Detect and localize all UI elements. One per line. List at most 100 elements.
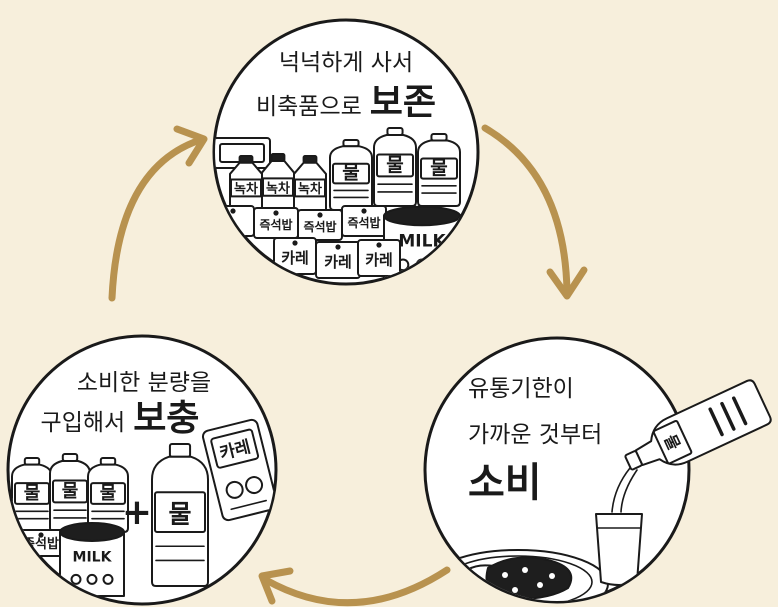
arrow-replenish-to-store-head <box>173 125 208 167</box>
water-bottle: 물 <box>49 453 91 533</box>
pack-hole <box>230 208 236 214</box>
curry-chunk <box>537 582 543 588</box>
bottle-label <box>90 482 126 505</box>
pack-window <box>210 428 260 469</box>
water-stream <box>611 467 638 513</box>
pack-hole <box>38 532 44 538</box>
consume-caption-line2: 가까운 것부터 <box>468 422 602 448</box>
curry-chunk <box>502 572 508 578</box>
rice-pack-text: 즉석밥 <box>303 219 336 234</box>
water-label-text: 물 <box>342 162 359 184</box>
can-dot <box>434 258 448 272</box>
water-label-text: 물 <box>168 499 191 528</box>
water-label-text: 물 <box>62 481 79 502</box>
bottle-cap <box>61 453 79 463</box>
cycle-arrows <box>108 124 588 607</box>
pack-hole <box>335 244 341 250</box>
rice-pack-text: 즉석밥 <box>23 536 59 552</box>
bottle-ridge <box>708 407 724 437</box>
bottle-label <box>154 491 206 534</box>
curry-pack: 카레 <box>315 241 361 279</box>
green-tea-bottle: 녹차 <box>229 155 263 213</box>
bottle-ridge <box>720 401 736 431</box>
curry-pack: 카레 <box>357 239 401 277</box>
bottle-cap <box>168 443 192 458</box>
milk-label-text: MILK <box>73 549 113 565</box>
replenish-caption-line2: 구입해서 보충 <box>41 398 200 439</box>
can-dot <box>102 573 114 585</box>
pack-hole <box>273 210 279 216</box>
tea-cap <box>270 153 286 162</box>
replenish-keyword: 보충 <box>133 398 199 439</box>
water-label-text: 물 <box>386 154 403 176</box>
curry-chunk <box>549 573 555 579</box>
replenish-caption-text: 구입해서 <box>41 410 126 436</box>
tea-cap <box>302 155 318 164</box>
water-label-text: 물 <box>430 157 447 179</box>
bottle-ridge <box>731 396 748 426</box>
large-water-bottle: 물 <box>151 443 209 587</box>
green-tea-bottle: 녹차 <box>261 153 295 213</box>
pack-ring <box>245 476 264 495</box>
tea-label <box>294 178 326 198</box>
stream-line <box>611 467 631 513</box>
store-caption-line1: 넉넉하게 사서 <box>279 50 413 76</box>
water-cup <box>595 513 643 586</box>
can-dot <box>70 573 82 585</box>
bottle-label <box>420 157 458 180</box>
can-lid <box>383 205 461 227</box>
rice-pack-text: 즉석밥 <box>347 215 380 230</box>
pack-ring <box>225 480 244 499</box>
curry-pack-text: 카레 <box>365 251 393 269</box>
rice-pack: 즉석밥 <box>297 209 343 241</box>
curry-pack: 카레 <box>273 237 317 275</box>
bottle-cap <box>386 127 404 137</box>
water-bottle: 물 <box>373 127 417 207</box>
curry-sauce <box>485 556 573 600</box>
arrow-replenish-to-store <box>108 136 204 302</box>
pack-hole <box>292 240 298 246</box>
consume-caption-line1: 유통기한이 <box>468 376 574 402</box>
rice-pack-text: 즉석밥 <box>259 217 292 232</box>
tea-cap <box>238 155 254 164</box>
curry-pack-large: 카레 <box>201 418 275 522</box>
curry-chunk <box>512 587 518 593</box>
bottle-label <box>376 153 414 178</box>
pack-hole <box>361 208 367 214</box>
pack-line <box>230 499 267 511</box>
arrow-store-to-consume-head <box>546 266 588 300</box>
curry-pack-text: 카레 <box>281 249 309 267</box>
stream-line <box>620 469 638 513</box>
can-dot <box>86 573 98 585</box>
cup-body <box>595 513 643 586</box>
store-keyword: 보존 <box>370 82 436 123</box>
store-caption-line2: 비축품으로 보존 <box>256 82 436 123</box>
bottle-label <box>652 419 693 465</box>
replenish-caption-line1: 소비한 분량을 <box>77 370 211 396</box>
can-lid <box>59 522 125 542</box>
arrow-store-to-consume <box>481 124 571 296</box>
green-tea-label-text: 녹차 <box>298 181 322 197</box>
milk-label-text: MILK <box>398 231 446 251</box>
water-bottle: 물 <box>329 139 373 211</box>
pack-body <box>357 239 401 277</box>
rice-pack: 즉석밥 <box>341 205 387 237</box>
bottle-label <box>332 162 370 185</box>
green-tea-label-text: 녹차 <box>234 181 258 197</box>
plus-sign: + <box>122 492 152 533</box>
store-caption-text: 비축품으로 <box>256 94 362 120</box>
consume-keyword: 소비 <box>468 460 542 506</box>
curry-pack-text: 카레 <box>324 253 352 271</box>
pack-hole <box>317 212 323 218</box>
arrow-consume-to-replenish <box>262 566 451 607</box>
water-label-text: 물 <box>24 483 41 504</box>
rice-pack: 즉석밥 <box>253 207 299 239</box>
water-label-text: 물 <box>100 483 117 504</box>
curry-chunk <box>522 567 528 573</box>
arrow-consume-to-replenish-head <box>258 567 294 605</box>
milk-can: MILK <box>59 522 125 597</box>
water-bottle: 물 <box>417 133 461 207</box>
pouring-bottle: 물 <box>624 379 772 471</box>
